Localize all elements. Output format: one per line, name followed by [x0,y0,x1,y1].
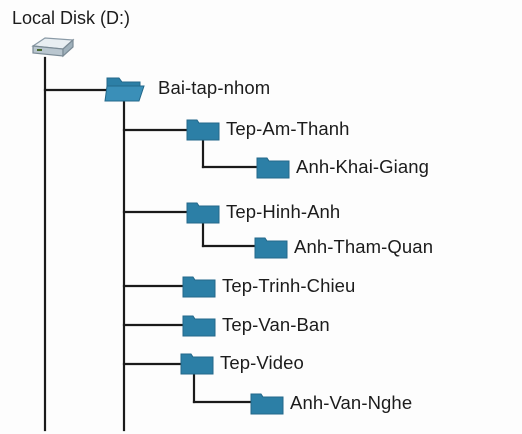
folder-icon [254,235,288,259]
folder-icon [180,351,214,375]
local-disk-label[interactable]: Local Disk (D:) [12,8,131,28]
folder-label-anh-tham-quan: Anh-Tham-Quan [294,236,434,257]
folder-open-icon [104,73,150,103]
folder-node-tep-van-ban[interactable]: Tep-Van-Ban [182,310,330,340]
folder-icon [256,155,290,179]
folder-node-anh-van-nghe[interactable]: Anh-Van-Nghe [250,388,412,418]
folder-icon [182,313,216,337]
folder-node-tep-video[interactable]: Tep-Video [180,348,304,378]
drive-icon[interactable] [29,34,77,60]
folder-label-bai-tap-nhom: Bai-tap-nhom [158,77,271,98]
folder-label-anh-khai-giang: Anh-Khai-Giang [296,156,430,177]
folder-icon [250,391,284,415]
folder-node-tep-am-thanh[interactable]: Tep-Am-Thanh [186,114,350,144]
folder-node-anh-tham-quan[interactable]: Anh-Tham-Quan [254,232,433,262]
folder-node-tep-hinh-anh[interactable]: Tep-Hinh-Anh [186,197,340,227]
folder-label-anh-van-nghe: Anh-Van-Nghe [290,392,413,413]
folder-node-anh-khai-giang[interactable]: Anh-Khai-Giang [256,152,429,182]
folder-label-tep-hinh-anh: Tep-Hinh-Anh [226,201,341,222]
folder-label-tep-van-ban: Tep-Van-Ban [222,314,330,335]
folder-icon [186,200,220,224]
folder-icon [186,117,220,141]
folder-node-tep-trinh-chieu[interactable]: Tep-Trinh-Chieu [182,271,355,301]
folder-label-tep-video: Tep-Video [220,352,304,373]
folder-label-tep-am-thanh: Tep-Am-Thanh [226,118,350,139]
folder-node-bai-tap-nhom[interactable]: Bai-tap-nhom [104,73,270,103]
folder-label-tep-trinh-chieu: Tep-Trinh-Chieu [222,275,356,296]
folder-icon [182,274,216,298]
